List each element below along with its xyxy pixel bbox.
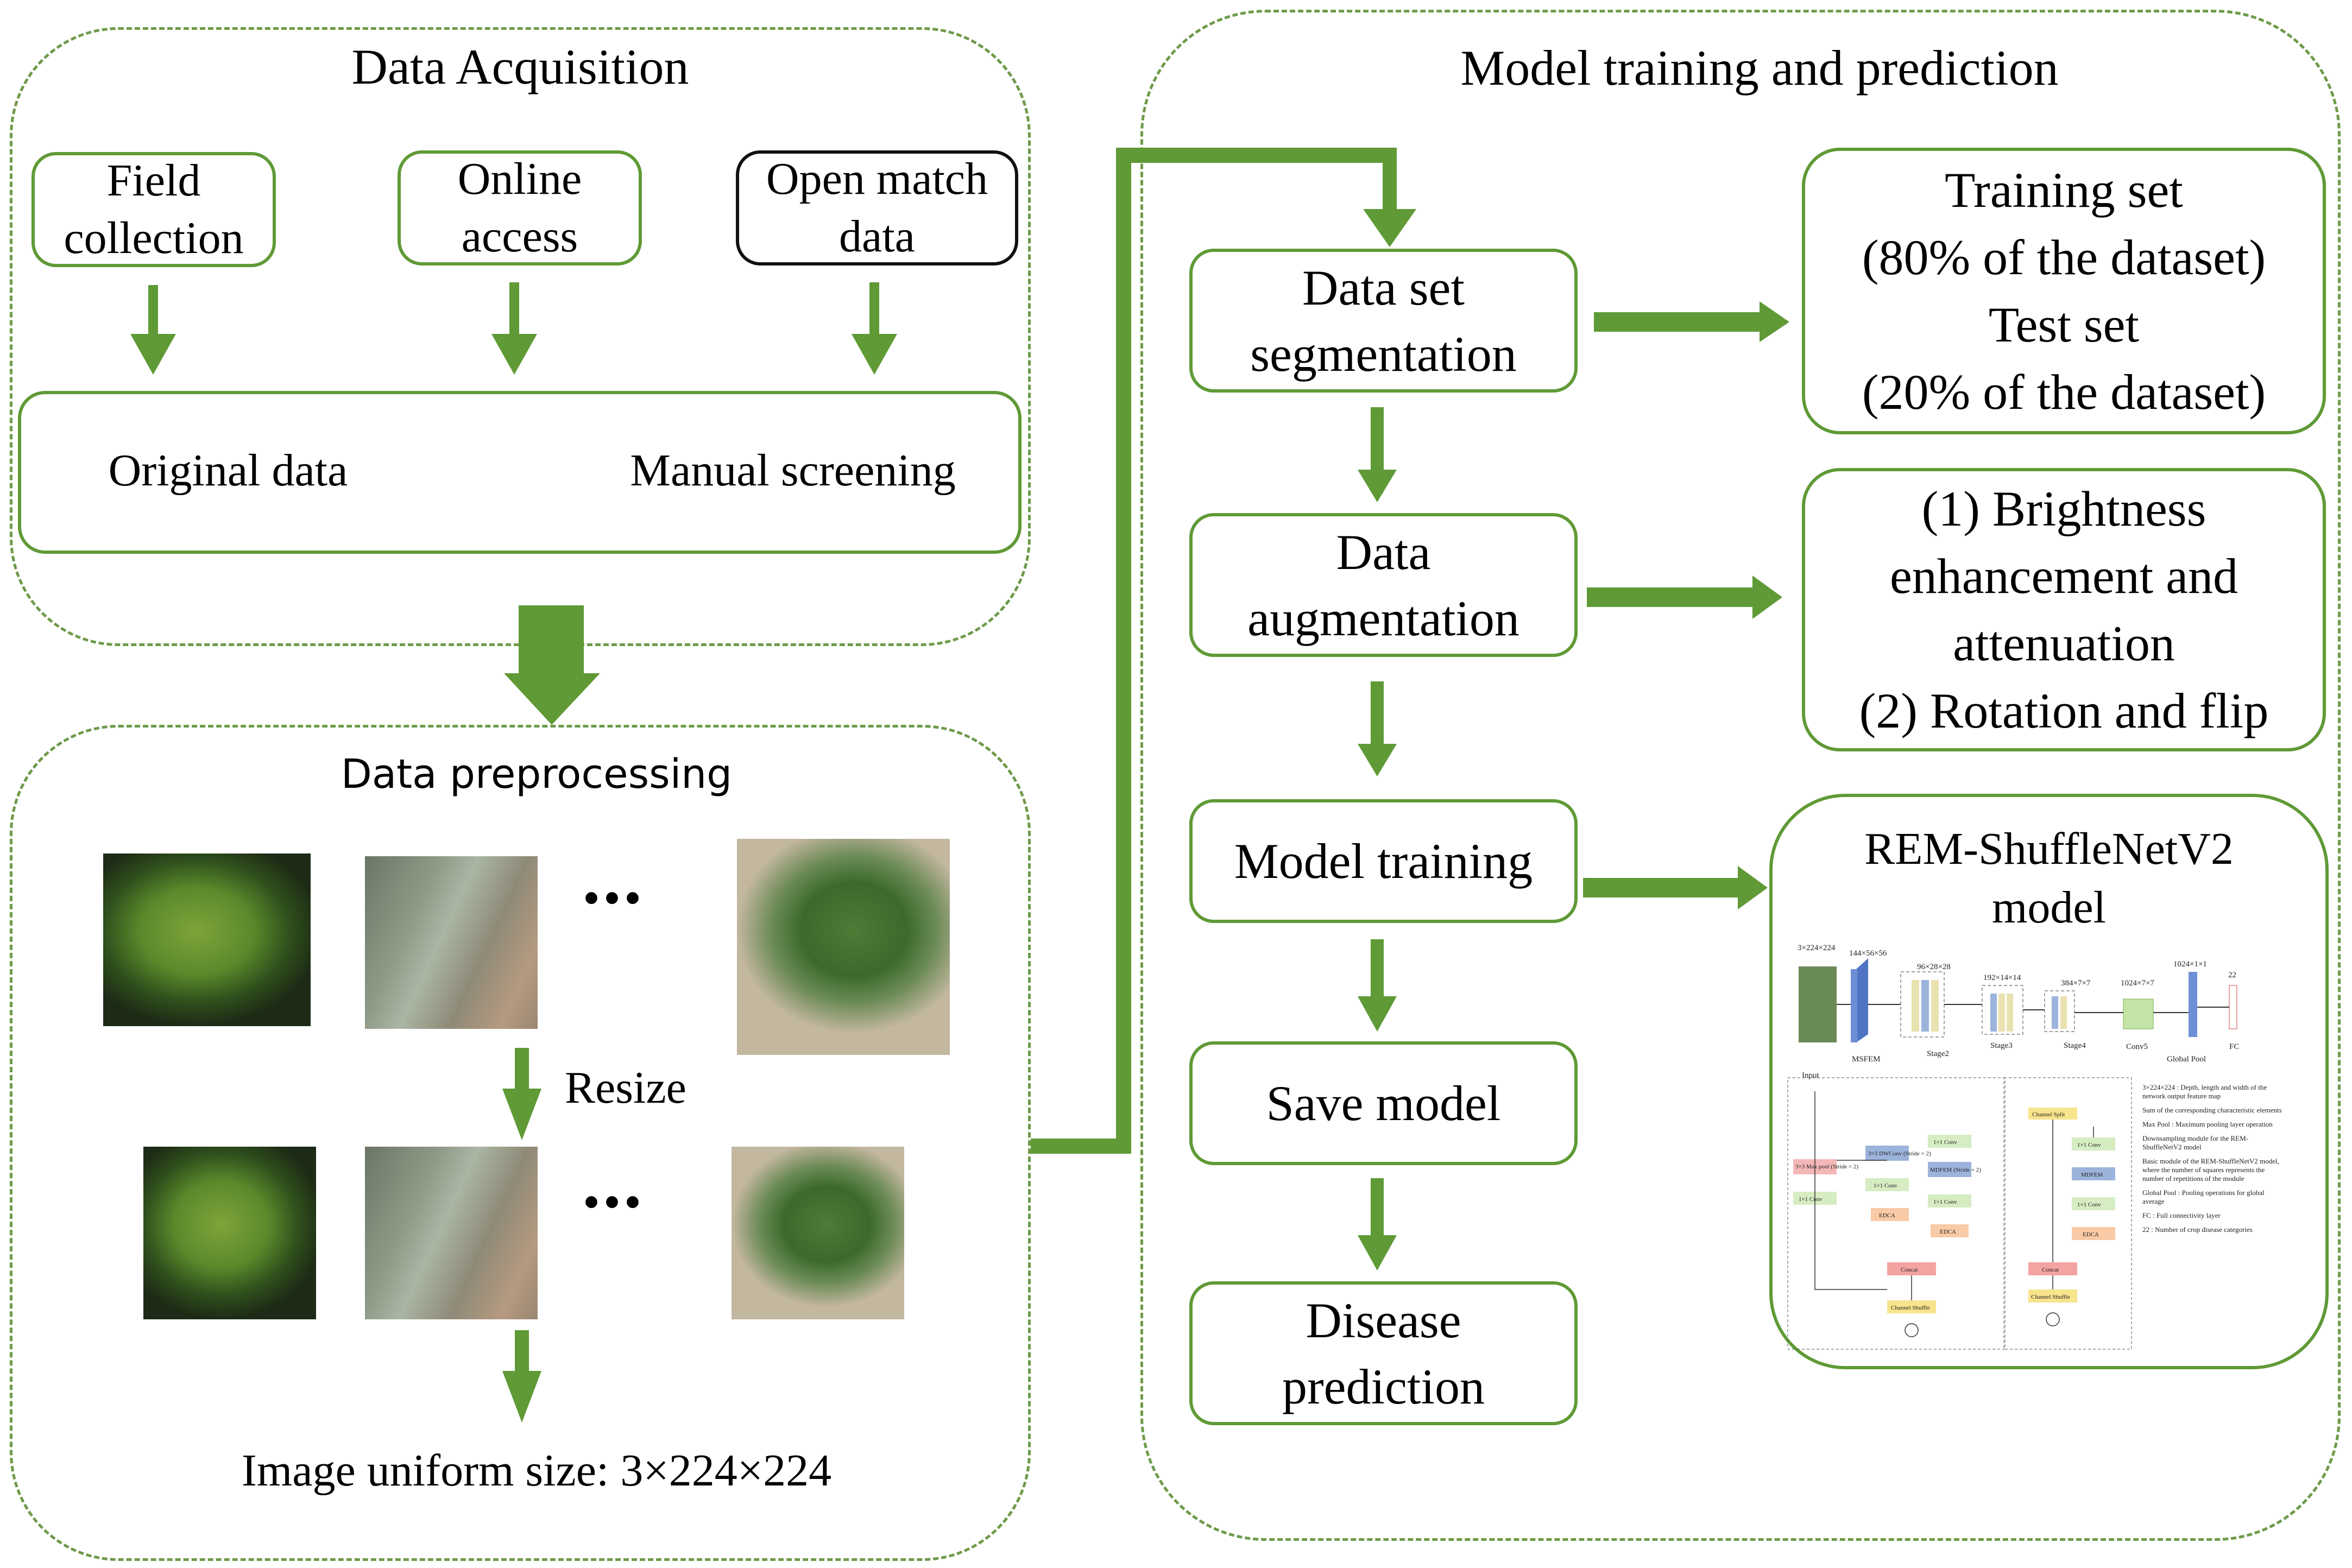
dim-label-7: 22 <box>2228 971 2236 979</box>
block-conv-d: 1×1 Conv <box>1933 1199 1957 1205</box>
arrow-step-2 <box>1371 681 1384 747</box>
ellipsis-top: ••• <box>584 875 646 922</box>
dim-label-5: 1024×7×7 <box>2121 979 2154 988</box>
arrow-resize <box>515 1048 529 1091</box>
block-mdfem: MDFEM <box>2081 1172 2103 1178</box>
leaf-photo-strawberry <box>103 853 311 1026</box>
arrow-to-split <box>1594 312 1762 332</box>
stage-label-msfem: MSFEM <box>1852 1055 1881 1064</box>
leaf-photo-apple <box>737 839 950 1055</box>
step-save-model: Save model <box>1189 1041 1578 1165</box>
step-model-training: Model training <box>1189 799 1578 923</box>
acquisition-title: Data Acquisition <box>351 39 689 94</box>
dim-label-3: 192×14×14 <box>1983 973 2021 982</box>
arrow-to-augment <box>1587 587 1755 607</box>
dim-label-1: 144×56×56 <box>1849 949 1887 958</box>
model-legend: 3×224×224 : Depth, length and width of t… <box>2142 1083 2282 1234</box>
block-channel-split: Channel Split <box>2032 1111 2065 1118</box>
stage-label-stage2: Stage2 <box>1927 1049 1949 1058</box>
arrow-step-3 <box>1371 939 1384 999</box>
block-dwconv: 3×3 DWConv (Stride = 2) <box>1868 1150 1931 1157</box>
stage-label-stage4: Stage4 <box>2064 1041 2086 1050</box>
arrow-open-match <box>869 282 879 337</box>
augment-info-box: (1) Brightness enhancement and attenuati… <box>1802 468 2326 751</box>
dim-label-0: 3×224×224 <box>1798 944 1836 952</box>
ellipsis-bottom: ••• <box>584 1179 646 1226</box>
leaf-photo-strawberry-resized <box>143 1147 316 1319</box>
stage-label-global-pool: Global Pool <box>2167 1055 2206 1064</box>
leaf-photo-powdery <box>365 856 538 1029</box>
block-conv-e: 1×1 Conv <box>2077 1142 2101 1148</box>
block-concat-right: Concat <box>2042 1267 2059 1273</box>
block-conv-b: 1×1 Conv <box>1874 1183 1897 1189</box>
preprocessing-title: Data preprocessing <box>340 751 733 798</box>
manual-screening-label: Manual screening <box>630 445 956 496</box>
arrow-online <box>509 282 519 337</box>
stage-label-fc: FC <box>2229 1042 2239 1051</box>
block-edca-a: EDCA <box>1879 1212 1895 1219</box>
arrow-to-model <box>1583 878 1741 897</box>
dim-label-4: 384×7×7 <box>2061 979 2091 988</box>
leaf-photo-apple-resized <box>732 1147 904 1319</box>
training-title: Model training and prediction <box>1460 40 2059 96</box>
block-conv-c: 1×1 Conv <box>1933 1139 1957 1146</box>
model-training-panel <box>1140 10 2341 1541</box>
block-shuffle-left: Channel Shuffle <box>1891 1305 1930 1311</box>
resize-label: Resize <box>565 1063 686 1113</box>
block-edca-c: EDCA <box>2083 1231 2099 1238</box>
arrow-field <box>148 285 158 337</box>
stage-label-stage3: Stage3 <box>1990 1041 2013 1050</box>
block-conv-f: 1×1 Conv <box>2077 1202 2101 1208</box>
split-info-box: Training set (80% of the dataset) Test s… <box>1802 148 2326 434</box>
connector-pre-to-training <box>1031 148 1397 1154</box>
block-edca-b: EDCA <box>1940 1229 1956 1235</box>
block-shuffle-right: Channel Shuffle <box>2031 1294 2070 1300</box>
dim-label-2: 96×28×28 <box>1917 963 1951 971</box>
block-conv-a: 1×1 Conv <box>1799 1196 1823 1203</box>
arrow-acq-to-pre <box>519 605 584 676</box>
data-preprocessing-panel <box>10 725 1031 1561</box>
arrow-step-1 <box>1371 407 1384 472</box>
arrow-uniform <box>515 1330 529 1374</box>
uniform-size-label: Image uniform size: 3×224×224 <box>241 1445 832 1496</box>
stage-label-conv5: Conv5 <box>2126 1042 2148 1051</box>
original-data-box <box>18 391 1021 554</box>
dim-label-6: 1024×1×1 <box>2173 960 2207 969</box>
block-mdfem-s2: MDFEM (Stride = 2) <box>1930 1167 1981 1173</box>
leaf-photo-powdery-resized <box>365 1147 538 1319</box>
arrow-step-4 <box>1371 1178 1384 1238</box>
original-data-label: Original data <box>108 445 348 496</box>
block-concat-left: Concat <box>1901 1267 1918 1273</box>
input-label: Input <box>1802 1071 1819 1080</box>
block-maxpool: 3×3 Max pool (Stride = 2) <box>1795 1164 1858 1170</box>
